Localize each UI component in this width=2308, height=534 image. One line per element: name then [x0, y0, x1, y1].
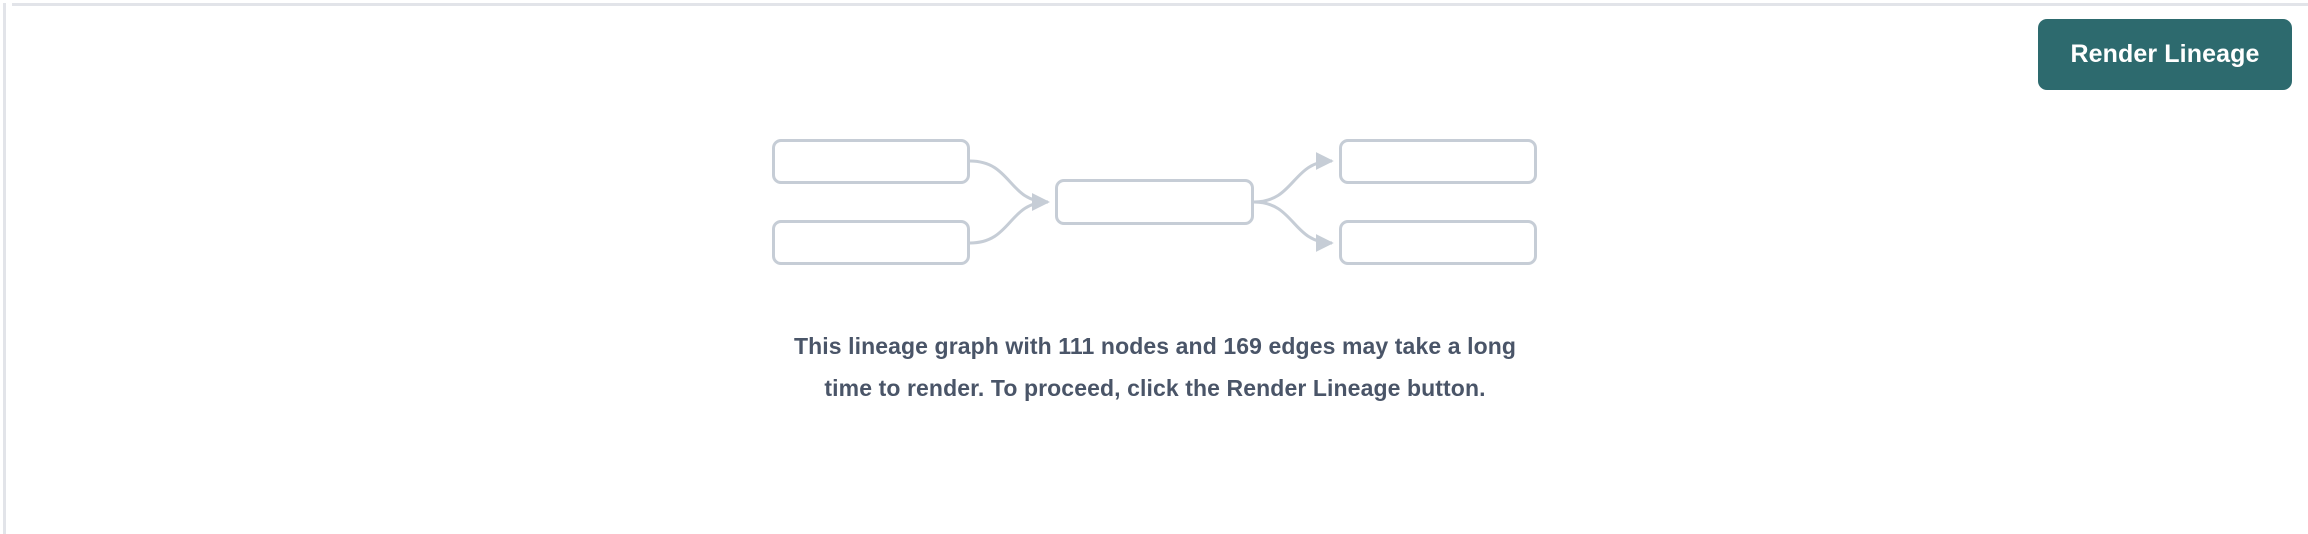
placeholder-node-right-bottom [1339, 220, 1537, 265]
placeholder-node-left-top [772, 139, 970, 184]
lineage-warning-message: This lineage graph with 111 nodes and 16… [793, 333, 1517, 401]
placeholder-node-left-bottom [772, 220, 970, 265]
render-lineage-button[interactable]: Render Lineage [2038, 19, 2292, 90]
placeholder-node-right-top [1339, 139, 1537, 184]
edge-center-to-right-top [1253, 152, 1334, 204]
edge-left-bottom-to-center [969, 193, 1050, 245]
panel-left-border [3, 3, 6, 534]
edge-center-to-right-bottom [1253, 200, 1334, 252]
panel-top-border [12, 3, 2308, 6]
edge-left-top-to-center [969, 159, 1050, 211]
placeholder-node-center [1055, 179, 1254, 225]
